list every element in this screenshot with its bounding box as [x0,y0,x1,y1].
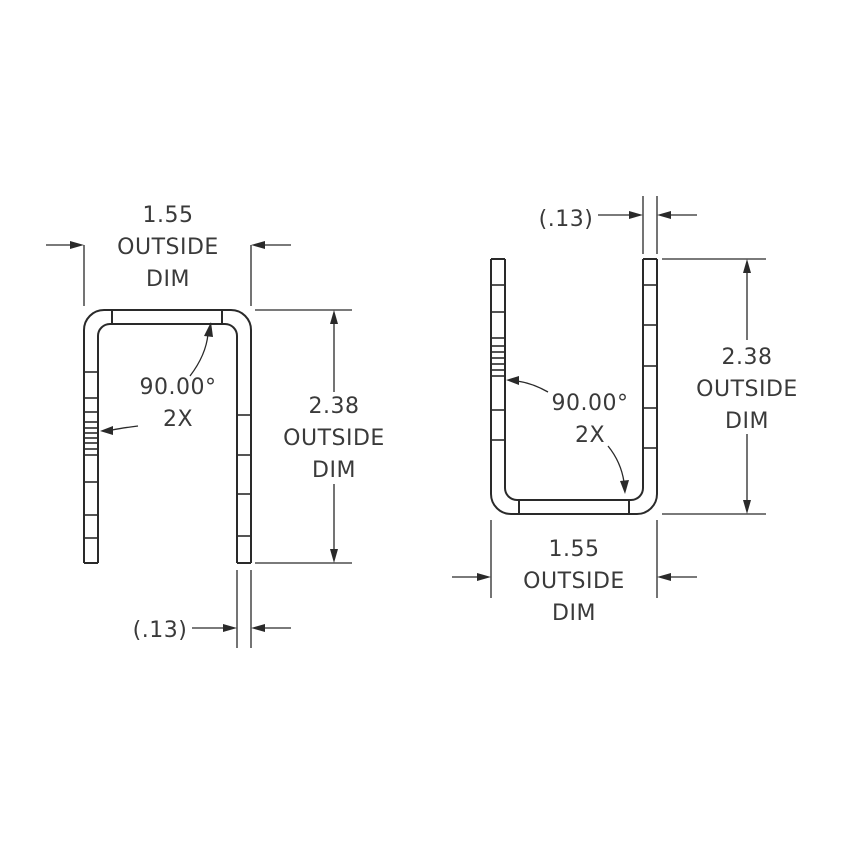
right-thickness-dimension: (.13) [539,196,697,254]
right-width-value: 1.55 [549,537,600,562]
left-height-value: 2.38 [309,394,360,419]
right-width-label-dim: DIM [552,601,596,626]
left-thickness-value: (.13) [133,618,188,643]
left-angle-count: 2X [163,407,193,432]
left-bracket-outer-outline [83,309,252,563]
right-bracket-inner-outline [504,259,644,501]
right-angle-count: 2X [575,423,605,448]
right-height-label-dim: DIM [725,409,769,434]
left-thickness-dimension: (.13) [133,570,291,648]
right-view-left-leg-texture [491,284,505,441]
right-width-label-outside: OUTSIDE [523,569,625,594]
left-height-label-dim: DIM [312,458,356,483]
left-height-dimension: 2.38 OUTSIDE DIM [255,309,385,564]
right-height-value: 2.38 [722,345,773,370]
left-view: 1.55 OUTSIDE DIM 2.38 OUTSIDE DIM 90.00°… [46,203,385,648]
right-leg-texture [237,414,251,537]
left-height-label-outside: OUTSIDE [283,426,385,451]
left-angle-value: 90.00° [140,375,217,400]
right-view: (.13) 2.38 OUTSIDE DIM 90.00° 2X [452,196,798,626]
left-width-value: 1.55 [143,203,194,228]
right-width-dimension: 1.55 OUTSIDE DIM [452,520,697,626]
right-bracket-outer-outline [490,259,658,515]
left-leg-texture [84,371,98,539]
left-width-label-outside: OUTSIDE [117,235,219,260]
left-angle-callout: 90.00° 2X [100,322,216,435]
left-width-dimension: 1.55 OUTSIDE DIM [46,203,291,306]
left-bracket-inner-outline [97,323,238,563]
right-angle-callout: 90.00° 2X [506,376,629,494]
right-thickness-value: (.13) [539,207,594,232]
right-view-right-leg-texture [643,284,657,449]
right-angle-value: 90.00° [552,391,629,416]
right-height-dimension: 2.38 OUTSIDE DIM [662,258,798,515]
left-width-label-dim: DIM [146,267,190,292]
right-height-label-outside: OUTSIDE [696,377,798,402]
